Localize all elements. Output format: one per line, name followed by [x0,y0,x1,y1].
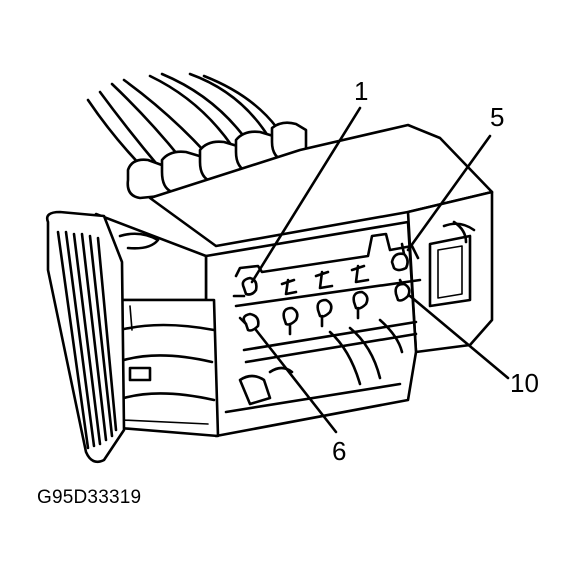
callout-labels: 1 5 6 10 [332,76,539,466]
pin-9 [352,290,369,320]
callout-label-10: 10 [510,368,539,398]
pin-4 [350,264,370,284]
callout-label-6: 6 [332,436,346,466]
pin-7 [282,306,299,336]
connector-front-face [204,220,418,438]
pin-2 [280,278,298,296]
pin-5 [390,242,409,272]
pin-1 [232,276,258,298]
wire-bundle [86,72,282,177]
side-window [428,220,476,308]
pin-6 [238,312,260,332]
figure-code: G95D33319 [37,487,142,508]
ribbed-grip [45,210,126,464]
pin-3 [314,270,334,290]
pin-cavity-grid [224,232,422,414]
callout-label-1: 1 [354,76,368,106]
callout-label-5: 5 [490,102,504,132]
pin-10 [394,278,411,302]
leader-lines [250,106,510,434]
connector-top-face [148,123,494,248]
pin-8 [316,298,333,328]
locking-shroud [94,212,220,438]
